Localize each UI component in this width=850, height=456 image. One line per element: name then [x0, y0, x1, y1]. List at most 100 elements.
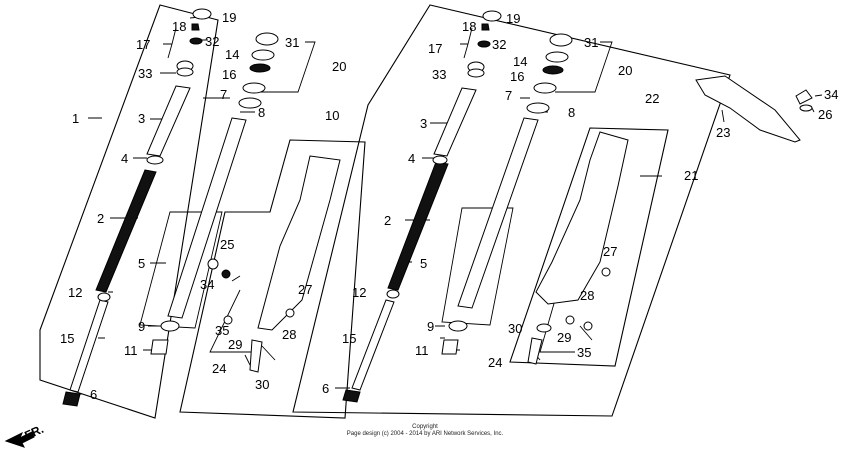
- callout-r35: 35: [577, 345, 591, 360]
- left-bush-8: [238, 97, 262, 109]
- right-cap-19: [482, 10, 502, 22]
- right-piece-11: [441, 339, 459, 355]
- right-washer-32: [477, 40, 491, 48]
- right-fork-assembly: [292, 4, 731, 417]
- callout-r21: 21: [684, 168, 698, 183]
- left-bolt-18: [191, 23, 200, 31]
- right-bush-8: [526, 102, 550, 114]
- callout-4: 4: [121, 151, 128, 166]
- callout-3: 3: [138, 111, 145, 126]
- right-washer-30: [536, 323, 552, 333]
- copyright-line-2: Page design (c) 2004 - 2014 by ARI Netwo…: [347, 431, 504, 437]
- left-bracket-17: [163, 27, 177, 59]
- right-bolt-29: [565, 315, 575, 325]
- callout-14: 14: [225, 47, 239, 62]
- left-seal-14: [251, 49, 275, 61]
- right-seal-7: [533, 82, 557, 94]
- fork-cover-assembly: [695, 75, 823, 143]
- callout-19: 19: [222, 10, 236, 25]
- left-fork-assembly: [39, 4, 366, 419]
- fork-cover-23: [695, 75, 801, 143]
- callout-23: 23: [716, 125, 730, 140]
- callout-r20: 20: [618, 63, 632, 78]
- callout-r11: 11: [415, 343, 429, 358]
- right-bolt-27: [601, 267, 611, 277]
- left-seat-4: [146, 155, 164, 165]
- left-rod-15: [69, 299, 109, 393]
- callout-r15: 15: [342, 331, 356, 346]
- cover-leaders: [721, 94, 823, 123]
- left-piece-6: [62, 391, 81, 407]
- callout-r16: 16: [510, 69, 524, 84]
- copyright-line-1: Copyright: [412, 424, 438, 430]
- callout-r31: 31: [584, 35, 598, 50]
- callout-18: 18: [172, 19, 186, 34]
- left-bolt-25: [221, 269, 231, 279]
- left-oring-33b: [176, 67, 194, 77]
- cover-washer-26: [799, 104, 813, 112]
- right-seal-14: [545, 51, 569, 63]
- callout-32: 32: [205, 34, 219, 49]
- left-bracket-20: [258, 41, 316, 93]
- right-outline-box: [292, 4, 731, 417]
- right-bracket-17: [460, 27, 473, 59]
- callout-6: 6: [90, 387, 97, 402]
- right-bolt-24: [527, 337, 543, 365]
- callout-8: 8: [258, 105, 265, 120]
- callout-5: 5: [138, 256, 145, 271]
- callout-20: 20: [332, 59, 346, 74]
- right-bracket-lower: [539, 299, 575, 353]
- right-ring-16: [542, 65, 564, 75]
- right-ring-12: [386, 289, 400, 299]
- right-bolt-18: [481, 23, 490, 31]
- left-bush-9: [160, 320, 180, 332]
- callout-r27: 27: [603, 244, 617, 259]
- callout-2: 2: [97, 211, 104, 226]
- callout-34b: 34: [824, 87, 838, 102]
- right-bush-9: [448, 320, 468, 332]
- callout-r14: 14: [513, 54, 527, 69]
- callout-30: 30: [255, 377, 269, 392]
- callout-r8: 8: [568, 105, 575, 120]
- left-bracket-lower: [209, 289, 255, 353]
- callout-15: 15: [60, 331, 74, 346]
- right-tube-5: [457, 117, 539, 309]
- callout-11: 11: [124, 343, 138, 358]
- callout-1: 1: [72, 111, 79, 126]
- right-oring-33b: [467, 68, 485, 78]
- direction-label: FR.: [22, 422, 45, 443]
- right-spring: [387, 161, 449, 291]
- right-bolt-35: [583, 321, 593, 331]
- callout-r12: 12: [352, 285, 366, 300]
- callout-r30: 30: [508, 321, 522, 336]
- left-slider-10: [257, 155, 341, 331]
- callout-r19: 19: [506, 11, 520, 26]
- callout-r7: 7: [505, 88, 512, 103]
- right-cap-31: [549, 33, 573, 47]
- left-piece-11: [150, 339, 169, 355]
- left-lower-box: [179, 139, 366, 419]
- left-seal-7: [242, 82, 266, 94]
- left-ring-16: [249, 63, 271, 73]
- left-bolt-34: [207, 258, 219, 270]
- cover-bolt-34: [795, 89, 813, 105]
- right-slider-22: [535, 131, 629, 305]
- callout-r32: 32: [492, 37, 506, 52]
- callout-r29: 29: [557, 330, 571, 345]
- left-bolt-30: [249, 339, 263, 373]
- left-ring-12: [97, 292, 111, 302]
- callout-r28: 28: [580, 288, 594, 303]
- callout-r18: 18: [462, 19, 476, 34]
- callout-9: 9: [138, 319, 145, 334]
- callout-33: 33: [138, 66, 152, 81]
- callout-34: 34: [200, 277, 214, 292]
- callout-r17: 17: [428, 41, 442, 56]
- front-direction-arrow: FR.: [4, 422, 46, 448]
- right-rod-15: [351, 299, 395, 391]
- callout-r3: 3: [420, 116, 427, 131]
- callout-r4: 4: [408, 151, 415, 166]
- left-cap-19: [192, 8, 212, 20]
- callout-r22: 22: [645, 91, 659, 106]
- callout-28: 28: [282, 327, 296, 342]
